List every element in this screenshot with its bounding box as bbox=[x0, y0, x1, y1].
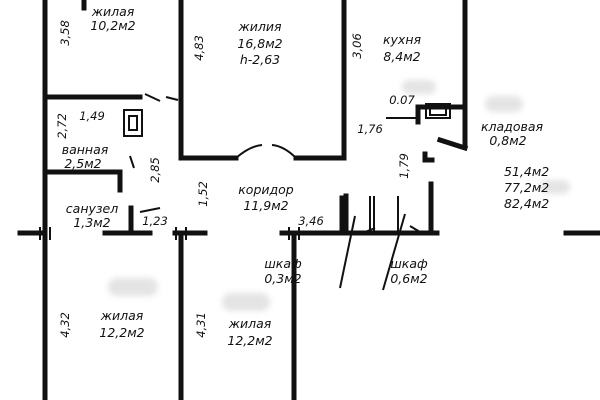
wall bbox=[436, 136, 469, 152]
dim-label: 1,52 bbox=[196, 181, 210, 207]
dim-label: 4,83 bbox=[192, 35, 206, 61]
room-label-living-bottomcenter: жилая 12,2м2 bbox=[227, 316, 273, 348]
door-swing bbox=[271, 144, 297, 159]
dim-label: 0.07 bbox=[389, 93, 415, 107]
room-label-corridor: коридор 11,9м2 bbox=[238, 182, 294, 213]
dim-label: 1,49 bbox=[79, 109, 105, 123]
dim-label: 1,23 bbox=[142, 214, 168, 228]
room-label-pantry: кладовая 0,8м2 bbox=[480, 119, 544, 148]
dim-label: 3,06 bbox=[350, 33, 364, 59]
blur-patch bbox=[108, 278, 158, 296]
dim-label: 3,58 bbox=[58, 20, 72, 46]
blur-patch bbox=[540, 180, 570, 194]
dim-label: 4,32 bbox=[58, 312, 72, 338]
room-label-closet-b: шкаф 0,6м2 bbox=[390, 256, 428, 286]
door-swing bbox=[235, 144, 263, 159]
leader-line bbox=[339, 215, 356, 289]
room-label-bathroom: ванная 2,5м2 bbox=[61, 142, 109, 171]
room-label-kitchen: кухня 8,4м2 bbox=[382, 32, 422, 64]
room-label-living-topleft: жилая 10,2м2 bbox=[90, 4, 136, 33]
room-label-living-center: жилия 16,8м2 h-2,63 bbox=[237, 19, 283, 67]
blur-patch bbox=[485, 96, 523, 112]
leader-line bbox=[382, 213, 406, 291]
blur-patch bbox=[222, 293, 270, 311]
room-label-closet-a: шкаф 0,3м2 bbox=[264, 256, 302, 286]
area-totals: 51,4м2 77,2м2 82,4м2 bbox=[504, 164, 550, 211]
stove-fixture bbox=[425, 103, 451, 119]
room-label-toilet: санузел 1,3м2 bbox=[65, 201, 119, 230]
dim-label: 1,79 bbox=[397, 153, 411, 179]
room-label-living-bottomleft: жилая 12,2м2 bbox=[99, 308, 145, 340]
dim-label: 4,31 bbox=[194, 312, 208, 338]
dim-label: 2,85 bbox=[148, 157, 162, 183]
dim-label: 2,72 bbox=[55, 113, 69, 139]
sink-fixture bbox=[123, 109, 143, 137]
dim-label: 1,76 bbox=[357, 122, 383, 136]
blur-patch bbox=[402, 80, 436, 94]
dim-label: 3,46 bbox=[298, 214, 324, 228]
